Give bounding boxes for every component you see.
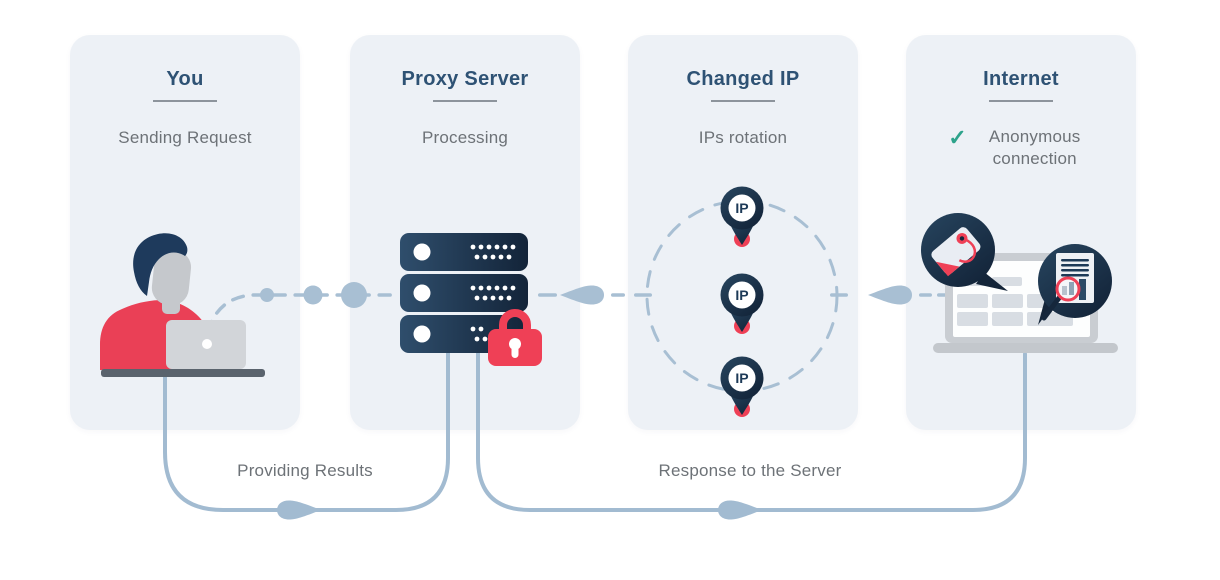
panel-internet: Internet ✓ Anonymous connection [906, 35, 1136, 430]
panel-proxy-server: Proxy Server Processing [350, 35, 580, 430]
panel-subtitle-internet: Anonymous connection [988, 127, 1081, 169]
panel-subtitle-changed-ip: IPs rotation [698, 128, 788, 147]
panel-you: You Sending Request [70, 35, 300, 430]
panel-subtitle-proxy: Processing [421, 128, 509, 147]
panel-title-changed-ip: Changed IP [686, 68, 800, 90]
check-icon: ✓ [948, 125, 967, 150]
anonymous-connection-row: ✓ Anonymous connection [906, 126, 1136, 170]
panel-title-you: You [166, 68, 204, 90]
title-underline [989, 100, 1053, 102]
providing-results-arrow-icon [277, 500, 321, 520]
panel-title-internet: Internet [983, 68, 1059, 90]
providing-results-label: Providing Results [237, 461, 373, 480]
title-underline [433, 100, 497, 102]
panel-changed-ip: Changed IP IPs rotation [628, 35, 858, 430]
title-underline [711, 100, 775, 102]
panel-title-proxy: Proxy Server [401, 68, 529, 90]
panel-subtitle-you: Sending Request [118, 128, 252, 147]
connector-dot-medium [303, 285, 323, 305]
response-to-server-label: Response to the Server [658, 461, 842, 480]
title-underline [153, 100, 217, 102]
response-arrow-icon [718, 500, 762, 520]
